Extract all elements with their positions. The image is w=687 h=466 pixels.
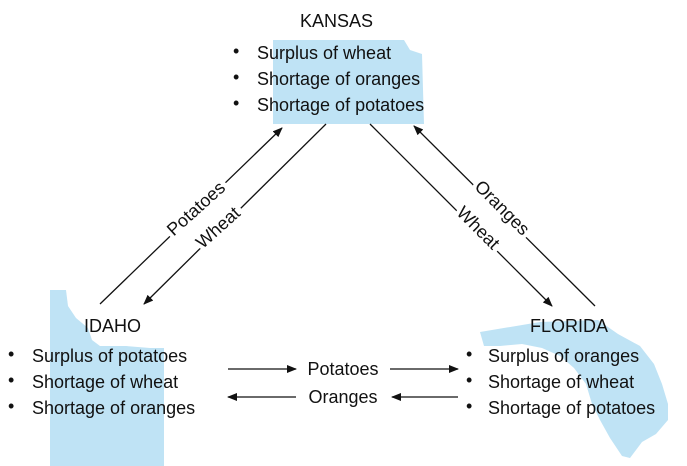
kansas-shape (273, 40, 424, 124)
idaho-bullet-1-text: Surplus of potatoes (32, 346, 187, 366)
florida-bullet-1: • (466, 344, 472, 364)
florida-bullet-2: • (466, 370, 472, 390)
arrow-florida-to-kansas (413, 125, 596, 307)
arrow-kansas-to-florida (369, 123, 553, 307)
idaho-bullet-2-text: Shortage of wheat (32, 372, 178, 392)
idaho-bullet-3-text: Shortage of oranges (32, 398, 195, 418)
arrow-idaho-to-kansas (99, 127, 283, 305)
kansas-bullet-1: • (233, 41, 239, 61)
flow-label-florida-to-idaho: Oranges (308, 387, 377, 407)
florida-bullet-2-text: Shortage of wheat (488, 372, 634, 392)
idaho-bullet-2: • (8, 370, 14, 390)
florida-bullet-1-text: Surplus of oranges (488, 346, 639, 366)
florida-bullet-3-text: Shortage of potatoes (488, 398, 655, 418)
kansas-name: KANSAS (300, 11, 373, 31)
arrow-kansas-to-idaho (143, 123, 327, 305)
idaho-bullet-3: • (8, 396, 14, 416)
flow-label-idaho-to-florida: Potatoes (307, 359, 378, 379)
kansas-bullet-3: • (233, 93, 239, 113)
idaho-name: IDAHO (84, 316, 141, 336)
kansas-bullet-3-text: Shortage of potatoes (257, 95, 424, 115)
florida-name: FLORIDA (530, 316, 608, 336)
kansas-bullet-1-text: Surplus of wheat (257, 43, 391, 63)
florida-shape (480, 320, 668, 458)
idaho-shape (50, 290, 164, 466)
florida-bullet-3: • (466, 396, 472, 416)
kansas-bullet-2-text: Shortage of oranges (257, 69, 420, 89)
kansas-bullet-2: • (233, 67, 239, 87)
idaho-bullet-1: • (8, 344, 14, 364)
